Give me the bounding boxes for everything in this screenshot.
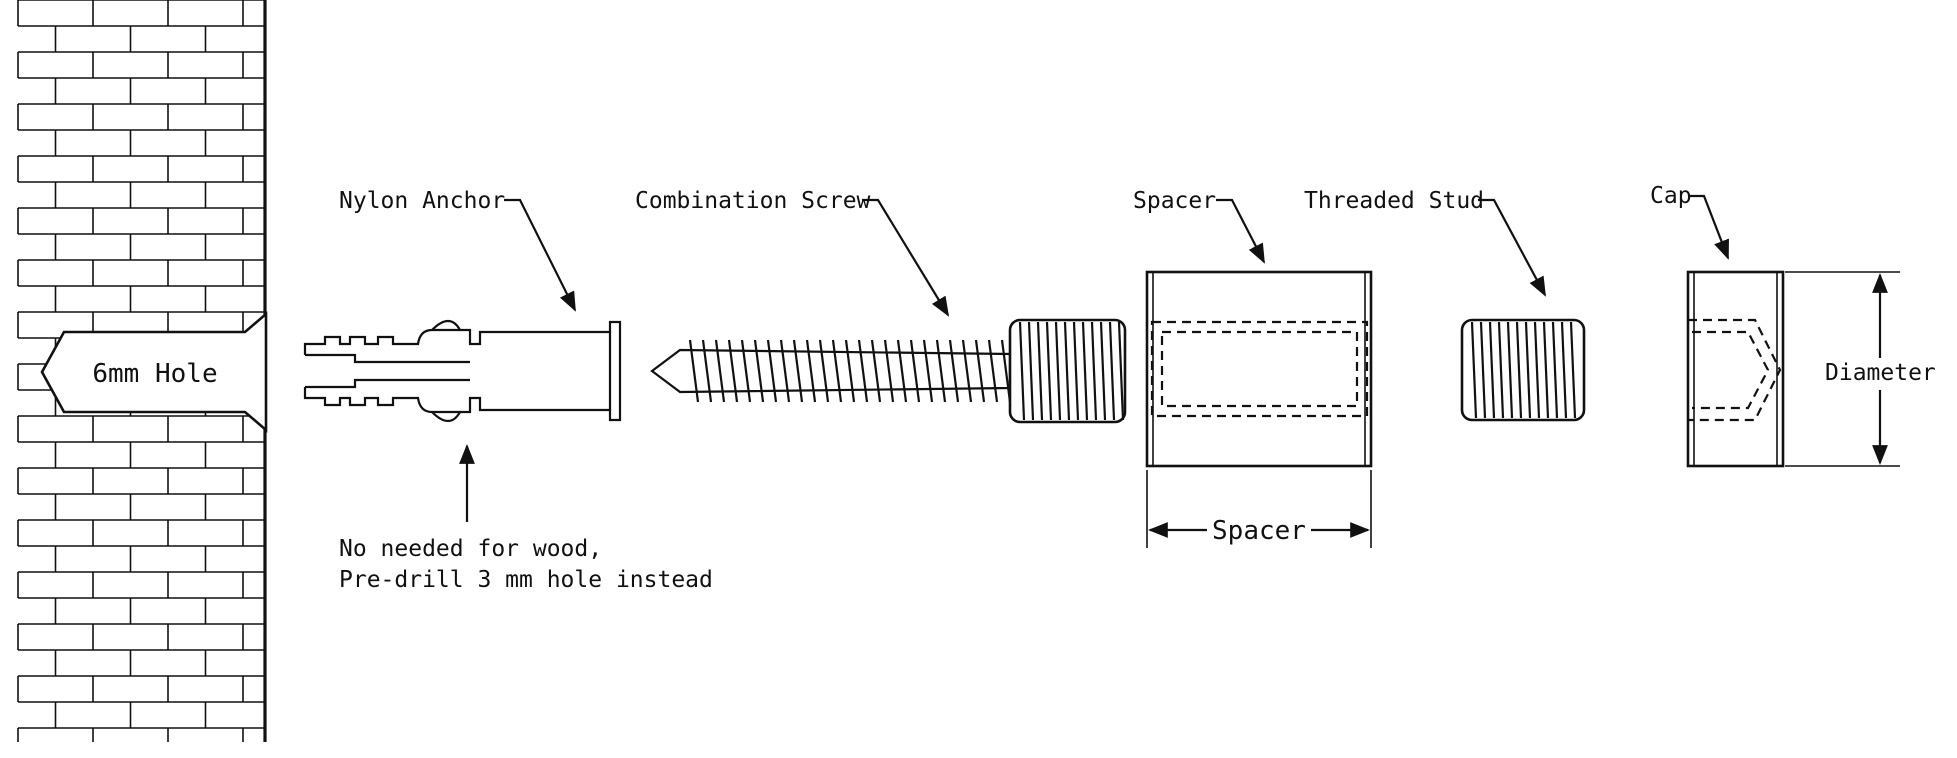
screw-thread-line [961, 339, 973, 403]
screw-thread-line [727, 339, 739, 403]
stud-thread-line [1506, 321, 1514, 419]
leaders [459, 194, 1730, 522]
screw-thread-line [935, 339, 947, 403]
screw-thread-line [805, 339, 817, 403]
note-line-2: Pre-drill 3 mm hole instead [339, 567, 713, 593]
screw-head-thread-line [1099, 321, 1107, 421]
screw-thread-line [883, 339, 895, 403]
screw-thread-line [740, 339, 752, 403]
stud-thread-line [1542, 321, 1550, 419]
screw-head-thread-line [1045, 321, 1053, 421]
screw-thread-line [987, 339, 999, 403]
screw-thread-line [792, 339, 804, 403]
screw-thread-line [870, 339, 882, 403]
cap-label: Cap [1650, 183, 1692, 209]
threaded-stud-label: Threaded Stud [1304, 188, 1484, 214]
threaded-stud [1460, 318, 1586, 422]
nylon-anchor-label: Nylon Anchor [339, 188, 505, 214]
screw-thread-line [701, 339, 713, 403]
diameter-dimension: Diameter [1785, 271, 1936, 467]
stud-thread-line [1470, 321, 1478, 419]
combination-screw-label: Combination Screw [635, 188, 871, 214]
screw-head-thread-line [1027, 321, 1035, 421]
combination-screw [650, 318, 1127, 424]
screw-head-thread-line [1108, 321, 1116, 421]
screw-thread-line [779, 339, 791, 403]
screw-thread-line [922, 339, 934, 403]
stud-thread-line [1515, 321, 1523, 419]
screw-thread-line [688, 339, 700, 403]
stud-thread-line [1524, 321, 1532, 419]
stud-thread-line [1497, 321, 1505, 419]
screw-head-thread-line [1018, 321, 1026, 421]
stud-thread-line [1479, 321, 1487, 419]
screw-head-thread-line [1072, 321, 1080, 421]
screw-head-thread-line [1063, 321, 1071, 421]
stud-thread-line [1560, 321, 1568, 419]
spacer-dimension-label: Spacer [1212, 516, 1306, 546]
screw-thread-line [909, 339, 921, 403]
screw-thread-line [896, 339, 908, 403]
screw-thread-line [831, 339, 843, 403]
drilled-hole: 6mm Hole [40, 311, 268, 433]
screw-thread-line [857, 339, 869, 403]
note-line-1: No needed for wood, [339, 536, 602, 562]
screw-head-thread-line [1117, 321, 1125, 421]
stud-thread-line [1551, 321, 1559, 419]
screw-head-thread-line [1054, 321, 1062, 421]
spacer-label: Spacer [1133, 188, 1216, 214]
screw-thread-line [844, 339, 856, 403]
hole-label: 6mm Hole [92, 359, 217, 389]
screw-thread-line [766, 339, 778, 403]
screw-thread-line [948, 339, 960, 403]
brick-wall [17, 0, 267, 742]
spacer [1145, 270, 1373, 468]
screw-head-thread-line [1036, 321, 1044, 421]
diameter-dimension-label: Diameter [1825, 360, 1936, 386]
stud-thread-line [1569, 321, 1577, 419]
cap [1686, 270, 1785, 468]
screw-thread-line [714, 339, 726, 403]
screw-thread-line [1000, 339, 1012, 403]
stud-thread-line [1488, 321, 1496, 419]
screw-head-thread-line [1081, 321, 1089, 421]
screw-head-thread-line [1090, 321, 1098, 421]
spacer-dimension: Spacer [1146, 470, 1372, 548]
screw-thread-line [753, 339, 765, 403]
screw-thread-line [974, 339, 986, 403]
screw-thread-line [818, 339, 830, 403]
nylon-anchor [303, 319, 622, 423]
stud-thread-line [1533, 321, 1541, 419]
